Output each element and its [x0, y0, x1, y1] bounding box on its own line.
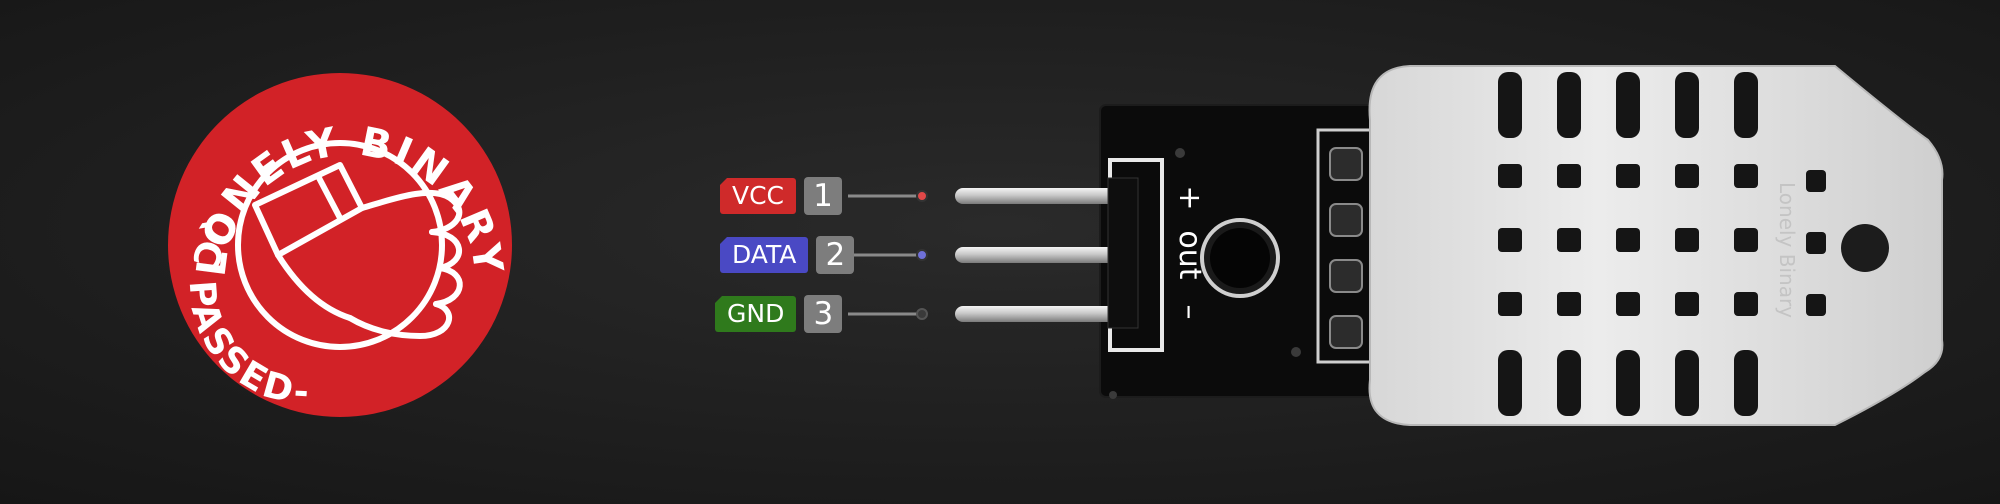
pin-number-3: 3	[804, 295, 843, 333]
pin-leader-lines	[848, 190, 928, 320]
qc-passed-badge: LONELY BINARY QC PASSED-	[168, 73, 512, 417]
pin-2-metal	[955, 247, 1131, 263]
thumbs-up-icon	[252, 162, 463, 339]
pin-3-dot	[916, 308, 928, 320]
pin-name-vcc: VCC	[720, 178, 797, 214]
pin-name-gnd: GND	[715, 296, 797, 332]
pin-label-gnd: GND 3	[715, 295, 843, 333]
pin-2-dot	[916, 249, 928, 261]
pin-3-metal	[955, 306, 1131, 322]
housing-mount-hole	[1841, 224, 1889, 272]
grille-vents	[1498, 72, 1826, 416]
sensor-housing: Lonely Binary	[1368, 65, 1944, 426]
housing-brand-text: Lonely Binary	[1775, 182, 1799, 318]
silk-plus: +	[1172, 185, 1207, 210]
sensor-leads	[1329, 147, 1363, 349]
silk-out: out	[1172, 230, 1207, 279]
header-pins	[955, 177, 1139, 329]
pin-name-data: DATA	[720, 237, 809, 273]
pin-number-1: 1	[804, 177, 843, 215]
pcb-board: + out –	[1099, 104, 1386, 399]
pin-1-metal	[955, 188, 1131, 204]
pin-1-dot	[916, 190, 928, 202]
pin-label-vcc: VCC 1	[720, 177, 843, 215]
pin-number-2: 2	[816, 236, 855, 274]
pin-label-data: DATA 2	[720, 236, 855, 274]
silk-minus: –	[1172, 305, 1207, 320]
